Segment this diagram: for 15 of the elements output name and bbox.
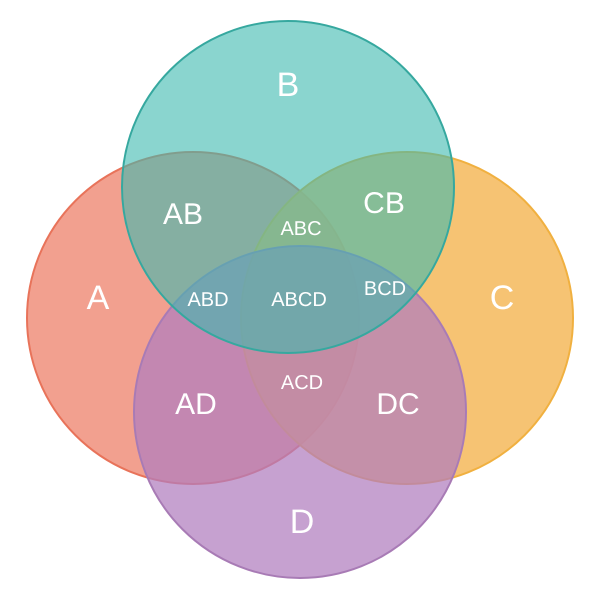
- set-label: C: [490, 281, 514, 315]
- intersection-label: ACD: [280, 373, 324, 393]
- set-label: B: [276, 68, 300, 102]
- venn-circle: [133, 245, 467, 579]
- set-label: A: [86, 281, 110, 315]
- intersection-label: DC: [376, 390, 420, 420]
- intersection-label: BCD: [364, 279, 406, 299]
- venn-circle: [121, 20, 455, 354]
- intersection-label: ABD: [187, 290, 229, 310]
- intersection-label: AB: [162, 200, 204, 230]
- intersection-label: ABCD: [271, 290, 327, 310]
- intersection-label: CB: [363, 189, 405, 219]
- intersection-label: AD: [175, 390, 217, 420]
- set-label: D: [290, 505, 314, 539]
- intersection-label: ABC: [280, 219, 322, 239]
